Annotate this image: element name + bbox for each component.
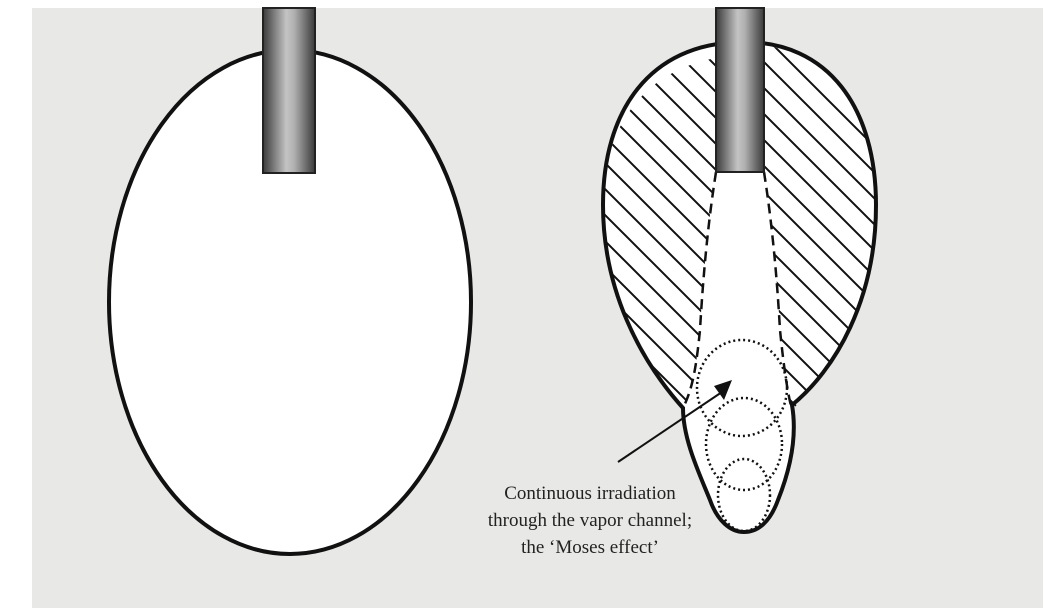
right-fiber	[716, 8, 764, 172]
caption: Continuous irradiation through the vapor…	[440, 480, 740, 561]
caption-line-1: Continuous irradiation	[440, 480, 740, 507]
caption-line-2: through the vapor channel;	[440, 507, 740, 534]
caption-line-3: the ‘Moses effect’	[440, 534, 740, 561]
left-fiber	[263, 8, 315, 173]
